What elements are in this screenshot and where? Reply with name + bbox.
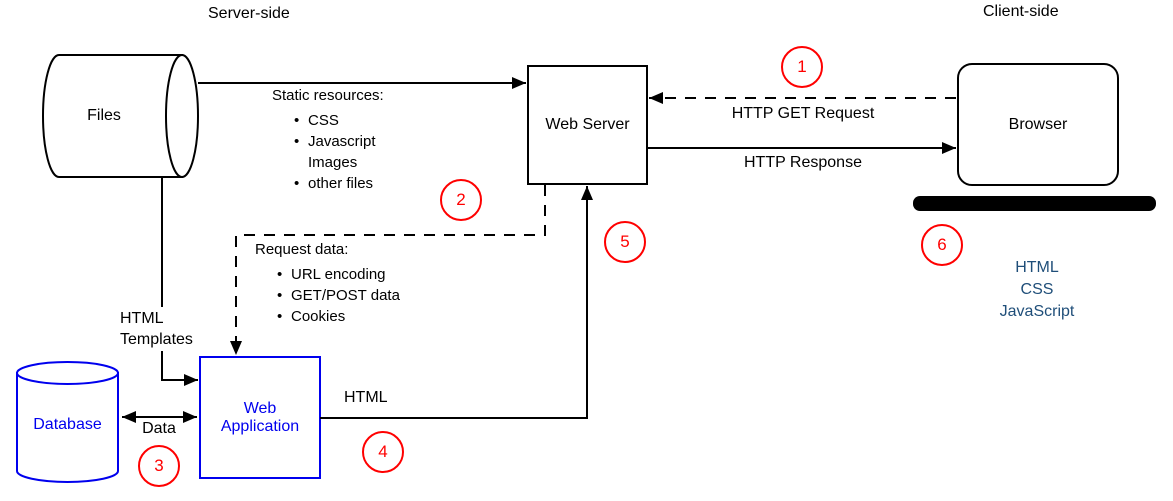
request-data-item: URL encoding bbox=[255, 264, 400, 285]
arrow-webserver-to-webapp-request bbox=[230, 185, 546, 355]
static-resource-item: other files bbox=[272, 173, 384, 194]
static-resources-title: Static resources: bbox=[272, 87, 384, 104]
browser-node-label: Browser bbox=[1008, 115, 1068, 133]
arrow-files-to-webapp bbox=[161, 177, 198, 386]
step-badge-6: 6 bbox=[921, 224, 963, 266]
client-stack-item: CSS bbox=[1020, 281, 1054, 298]
static-resources-list: Static resources: CSS Javascript Images … bbox=[272, 85, 384, 194]
step-badge-4: 4 bbox=[362, 431, 404, 473]
html-label: HTML bbox=[344, 389, 388, 406]
static-resource-item: Javascript bbox=[272, 131, 384, 152]
html-templates-label: HTML Templates bbox=[118, 307, 212, 351]
http-get-request-label: HTTP GET Request bbox=[731, 105, 875, 122]
web-server-node-label: Web Server bbox=[545, 116, 630, 133]
files-cylinder bbox=[42, 54, 199, 178]
client-stack: HTML CSS JavaScript bbox=[987, 257, 1087, 323]
step-badge-1: 1 bbox=[781, 46, 823, 88]
step-badge-3: 3 bbox=[138, 445, 180, 487]
database-cylinder bbox=[16, 361, 119, 483]
request-data-title: Request data: bbox=[255, 241, 349, 258]
client-stack-item: JavaScript bbox=[999, 303, 1075, 320]
client-side-title: Client-side bbox=[983, 3, 1059, 20]
laptop-base bbox=[913, 196, 1156, 211]
request-data-item: Cookies bbox=[255, 306, 400, 327]
data-label: Data bbox=[142, 420, 176, 437]
client-stack-item: HTML bbox=[1015, 259, 1059, 276]
request-data-list: Request data: URL encoding GET/POST data… bbox=[255, 239, 400, 327]
request-data-item: GET/POST data bbox=[255, 285, 400, 306]
static-resource-item: Images bbox=[308, 154, 358, 171]
browser-box bbox=[957, 63, 1119, 186]
static-resource-item: CSS bbox=[272, 110, 384, 131]
web-application-node-label: Web Application bbox=[220, 399, 300, 435]
step-badge-2: 2 bbox=[440, 179, 482, 221]
arrow-webapp-to-webserver bbox=[320, 186, 593, 419]
database-node-label: Database bbox=[33, 416, 102, 433]
files-node-label: Files bbox=[87, 106, 121, 124]
server-side-title: Server-side bbox=[208, 5, 290, 22]
http-response-label: HTTP Response bbox=[744, 154, 862, 171]
step-badge-5: 5 bbox=[604, 221, 646, 263]
web-server-box bbox=[527, 65, 648, 185]
web-application-box bbox=[199, 356, 321, 479]
